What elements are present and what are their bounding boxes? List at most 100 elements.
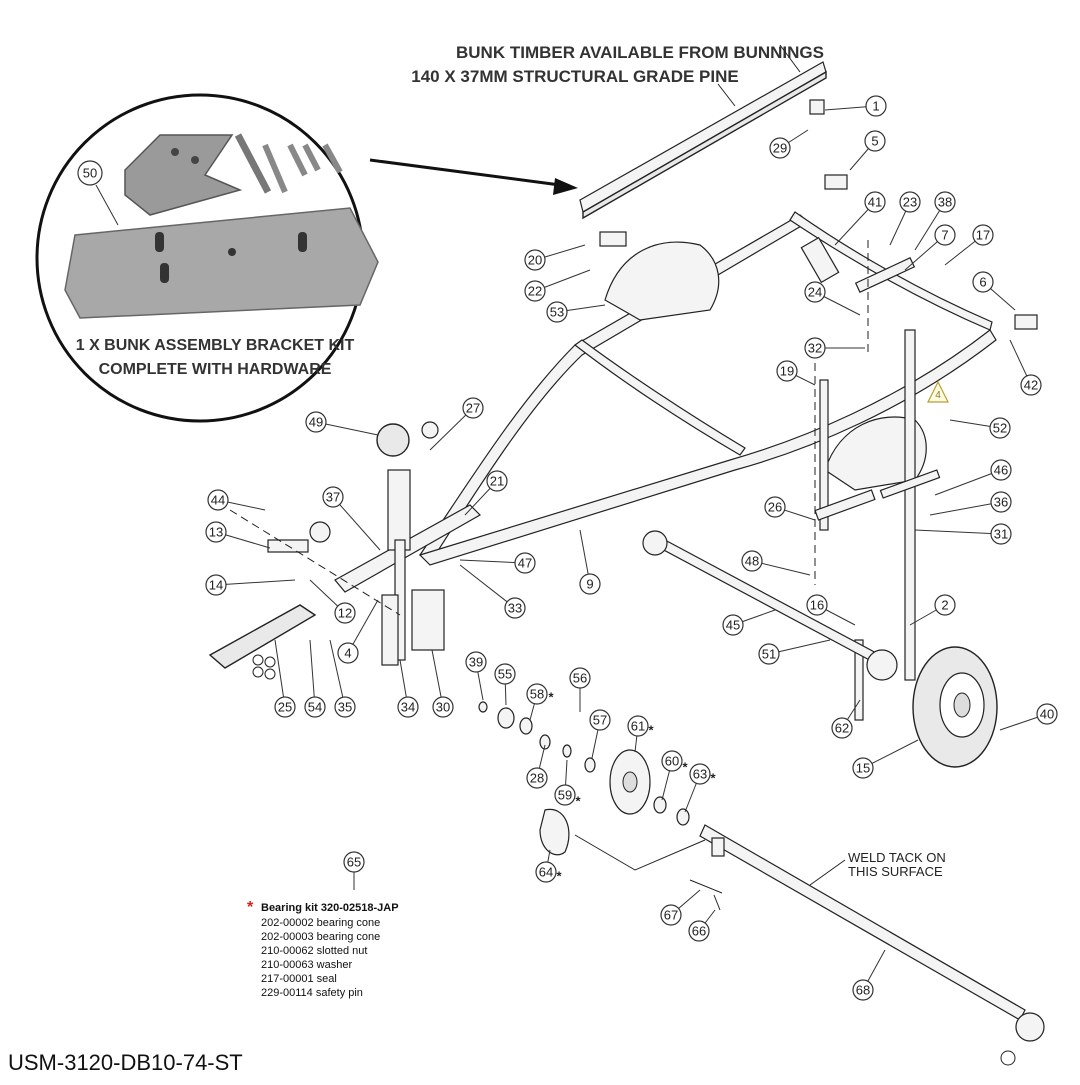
- callout-57: 57: [589, 709, 611, 759]
- callout-label: 24: [808, 285, 822, 300]
- star-icon: *: [682, 760, 688, 775]
- callout-22: 22: [524, 269, 591, 302]
- callout-45: 45: [722, 609, 776, 636]
- callout-26: 26: [764, 496, 816, 521]
- callout-label: 68: [856, 983, 870, 998]
- callout-15: 15: [852, 739, 919, 779]
- callout-label: 2: [941, 598, 948, 613]
- callout-label: 26: [768, 500, 782, 515]
- warning-triangle-icon: 4: [927, 380, 949, 403]
- callout-leader: [274, 639, 286, 708]
- callout-47: 47: [459, 552, 536, 574]
- callout-49: 49: [305, 411, 379, 436]
- star-icon: *: [556, 869, 562, 884]
- callout-20: 20: [524, 244, 586, 271]
- bearing-kit-title: Bearing kit 320-02518-JAP: [261, 902, 399, 914]
- callout-31: 31: [914, 523, 1012, 545]
- callout-38: 38: [914, 191, 956, 251]
- bearing-kit-item: 202-00003 bearing cone: [261, 931, 380, 943]
- inset-caption-1: 1 X BUNK ASSEMBLY BRACKET KIT: [76, 337, 355, 354]
- inset-part-number-label: 50: [83, 166, 97, 181]
- callout-61: 61*: [627, 715, 654, 753]
- callout-label: 6: [979, 275, 986, 290]
- callout-label: 60: [665, 754, 679, 769]
- callout-17: 17: [944, 224, 994, 266]
- callout-35: 35: [329, 639, 356, 718]
- callout-leader: [215, 579, 296, 586]
- header-line-1: BUNK TIMBER AVAILABLE FROM BUNNINGS: [456, 43, 824, 62]
- callout-21: 21: [464, 470, 508, 516]
- weld-note-line-1: WELD TACK ON: [848, 850, 946, 865]
- callout-label: 20: [528, 253, 542, 268]
- callout-label: 45: [726, 618, 740, 633]
- bunk-timber: [579, 61, 827, 220]
- callout-label: 64: [539, 865, 553, 880]
- callout-2: 2: [909, 594, 956, 626]
- bearing-kit-item: 229-00114 safety pin: [261, 987, 363, 999]
- callout-label: 40: [1040, 707, 1054, 722]
- callout-24: 24: [804, 281, 861, 316]
- centerline-3: [229, 509, 401, 616]
- callout-label: 51: [762, 647, 776, 662]
- callout-14: 14: [205, 574, 296, 596]
- callout-36: 36: [929, 491, 1012, 516]
- callout-63: 63*: [684, 763, 716, 813]
- callout-label: 23: [903, 195, 917, 210]
- callout-label: 36: [994, 495, 1008, 510]
- callout-67: 67: [660, 889, 701, 926]
- model-number: USM-3120-DB10-74-ST: [8, 1050, 243, 1075]
- callout-54: 54: [304, 639, 326, 718]
- callout-leader: [934, 469, 1002, 496]
- callout-label: 16: [810, 598, 824, 613]
- callout-label: 1: [872, 99, 879, 114]
- callout-label: 29: [773, 141, 787, 156]
- callout-leader: [929, 501, 1002, 516]
- callout-label: 37: [326, 490, 340, 505]
- inset-arrow: [369, 158, 561, 187]
- callout-label: 48: [745, 554, 759, 569]
- header-line-2: 140 X 37MM STRUCTURAL GRADE PINE: [411, 67, 738, 86]
- callout-64: 64*: [535, 849, 562, 884]
- weld-note-leader: [809, 859, 846, 886]
- trailer-frame: [208, 99, 1038, 768]
- inset-caption-2: COMPLETE WITH HARDWARE: [99, 361, 332, 378]
- callout-leader: [329, 639, 346, 708]
- star-icon: *: [575, 794, 581, 809]
- callout-label: 22: [528, 284, 542, 299]
- callout-label: 17: [976, 228, 990, 243]
- callout-label: 34: [401, 700, 415, 715]
- callout-label: 42: [1024, 378, 1038, 393]
- callout-30: 30: [431, 649, 454, 718]
- callout-label: 25: [278, 700, 292, 715]
- star-icon: *: [548, 690, 554, 705]
- callout-60: 60*: [661, 750, 688, 801]
- callout-label: 14: [209, 578, 223, 593]
- callout-label: 13: [209, 525, 223, 540]
- callout-label: 9: [586, 577, 593, 592]
- callout-label: 7: [941, 228, 948, 243]
- callout-32: 32: [804, 337, 865, 359]
- callout-65: 65: [343, 851, 365, 890]
- callout-label: 12: [338, 606, 352, 621]
- callout-label: 54: [308, 700, 322, 715]
- bearing-kit-item: 202-00002 bearing cone: [261, 917, 380, 929]
- callout-label: 28: [530, 771, 544, 786]
- callout-51: 51: [758, 639, 831, 665]
- callout-label: 46: [994, 463, 1008, 478]
- bearing-kit-star-icon: *: [247, 899, 254, 916]
- callout-label: 56: [573, 671, 587, 686]
- callout-48: 48: [741, 550, 811, 576]
- callout-16: 16: [806, 594, 856, 626]
- callout-label: 41: [868, 195, 882, 210]
- callout-label: 15: [856, 761, 870, 776]
- callout-19: 19: [776, 360, 816, 386]
- callout-40: 40: [999, 703, 1058, 731]
- callout-59: 59*: [554, 759, 581, 809]
- callout-53: 53: [546, 301, 606, 323]
- callout-66: 66: [688, 909, 716, 942]
- callout-label: 62: [835, 721, 849, 736]
- bearing-kit-item: 210-00063 washer: [261, 959, 352, 971]
- callout-27: 27: [429, 397, 484, 451]
- callout-label: 33: [508, 601, 522, 616]
